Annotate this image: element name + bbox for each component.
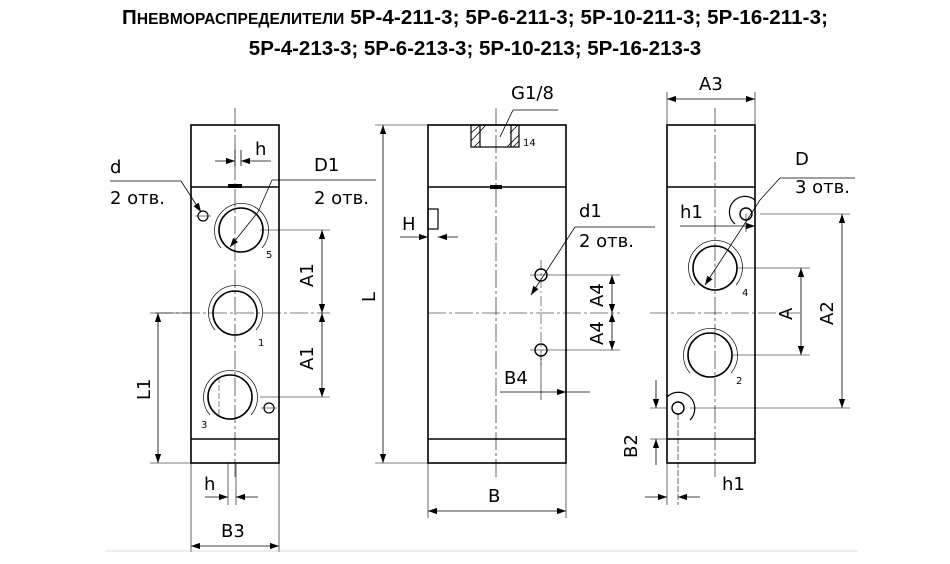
right-port-2: [687, 332, 733, 378]
label-D-holes: 3 отв.: [795, 177, 850, 198]
label-d1-holes: 2 отв.: [579, 231, 634, 252]
port-number-1: 1: [258, 338, 264, 349]
label-L1: L1: [134, 379, 155, 400]
label-A2: A2: [817, 301, 838, 325]
label-A4-upper: A4: [587, 283, 608, 307]
right-body-outline: [666, 124, 756, 464]
port-number-5: 5: [266, 250, 272, 261]
leader-d1: [530, 226, 576, 296]
side-lug: [427, 208, 439, 230]
port-number-3: 3: [201, 420, 207, 431]
front-view: [110, 108, 376, 552]
label-h1-bottom: h1: [722, 474, 745, 495]
label-B: B: [488, 486, 500, 507]
label-B4: B4: [504, 368, 528, 389]
label-A1-lower: A1: [297, 346, 318, 370]
label-D1-holes: 2 отв.: [314, 188, 369, 209]
label-d1: d1: [579, 201, 602, 222]
label-d-holes: 2 отв.: [110, 188, 165, 209]
label-B3: B3: [221, 521, 245, 542]
title-smallcaps: НЕВМОРАСПРЕДЕЛИТЕЛИ: [136, 11, 345, 28]
label-h-bottom: h: [204, 474, 215, 495]
label-G1-8: G1/8: [511, 83, 554, 104]
front-port-5-thread: [214, 203, 269, 249]
front-port-1-thread: [208, 285, 263, 331]
label-D: D: [795, 149, 809, 170]
label-D1: D1: [314, 155, 339, 176]
leader-D1: [229, 211, 259, 248]
drawing-title-line-1: ПНЕВМОРАСПРЕДЕЛИТЕЛИ 5Р-4-211-3; 5Р-6-21…: [0, 6, 950, 30]
side-view: [375, 108, 655, 518]
label-H: H: [402, 214, 416, 235]
leader-D: [704, 199, 761, 286]
label-h-top: h: [255, 139, 266, 160]
leader-d: [180, 180, 202, 213]
front-port-1: [212, 290, 258, 336]
label-A1-upper: A1: [297, 263, 318, 287]
front-port-3: [207, 374, 253, 420]
right-mount-hole-bottom: [671, 401, 685, 415]
side-body-outline: [427, 124, 567, 464]
drawing-title-line-2: 5Р-4-213-3; 5Р-6-213-3; 5Р-10-213; 5Р-16…: [248, 37, 702, 60]
label-A4-lower: A4: [587, 321, 608, 345]
label-B2: B2: [621, 434, 642, 458]
title-models-1: 5Р-4-211-3; 5Р-6-211-3; 5Р-10-211-3; 5Р-…: [344, 6, 829, 29]
label-L: L: [359, 292, 380, 302]
label-A: A: [776, 307, 797, 320]
right-view: [645, 92, 855, 505]
label-A3: A3: [699, 74, 723, 95]
port-number-2: 2: [736, 376, 742, 387]
front-port-3-thread: [203, 370, 258, 416]
label-h1-top: h1: [680, 202, 703, 223]
port-number-14: 14: [523, 138, 536, 149]
label-d: d: [110, 157, 121, 178]
title-initial: П: [121, 6, 137, 29]
port-number-4: 4: [742, 288, 748, 299]
side-port-G: [470, 124, 520, 148]
